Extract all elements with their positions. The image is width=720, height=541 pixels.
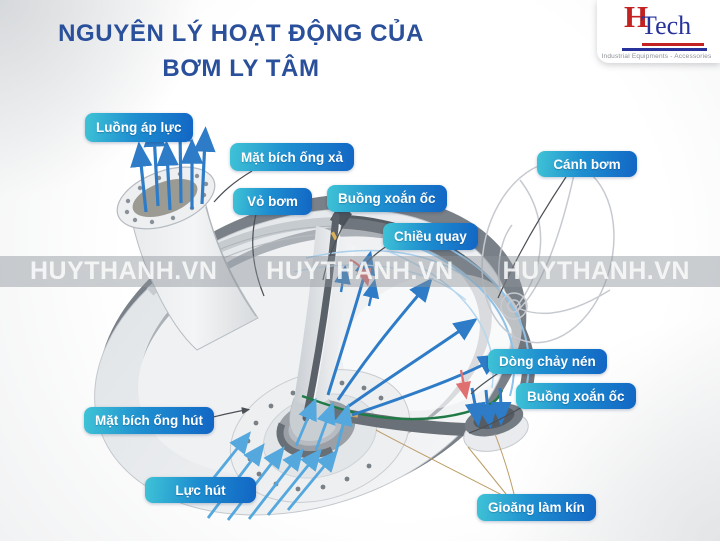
logo-letter-h: H: [624, 0, 649, 34]
gasket-leader-lines: [375, 429, 515, 497]
page-title: NGUYÊN LÝ HOẠT ĐỘNG CỦA BƠM LY TÂM: [6, 16, 476, 86]
callout-buong-xoan-oc-duoi: Buồng xoắn ốc: [516, 383, 636, 409]
callout-dong-chay-nen: Dòng chảy nén: [488, 349, 607, 374]
callout-chieu-quay: Chiều quay: [383, 223, 478, 250]
watermark-text: HUYTHANH.VN: [266, 257, 454, 285]
logo-tagline: Industrial Equipments - Accessories: [601, 53, 712, 60]
volute-interior-highlight: [342, 273, 522, 411]
callout-leader-lines: [199, 170, 567, 434]
page-title-line2: BƠM LY TÂM: [162, 55, 320, 82]
callout-vo-bom: Vỏ bơm: [233, 188, 312, 215]
discharge-pipe: [129, 204, 259, 351]
gasket-strip-top: [330, 231, 338, 241]
callout-mat-bich-ong-hut: Mặt bích ống hút: [84, 407, 214, 434]
logo-blue-rule: [622, 48, 707, 51]
htech-logo: H Tech Industrial Equipments - Accessori…: [597, 0, 720, 63]
outlet-flow-arrows: [464, 387, 512, 429]
page-title-line1: NGUYÊN LÝ HOẠT ĐỘNG CỦA: [58, 20, 424, 47]
callout-luc-hut: Lực hút: [145, 477, 256, 503]
logo-red-rule: [642, 43, 704, 46]
callout-luong-ap-luc: Luồng áp lực: [85, 113, 193, 142]
logo-word-tech: Tech: [641, 11, 692, 40]
watermark-band: HUYTHANH.VN HUYTHANH.VN HUYTHANH.VN: [0, 256, 720, 287]
callout-mat-bich-ong-xa: Mặt bích ống xả: [230, 143, 355, 171]
callout-buong-xoan-oc-tren: Buồng xoắn ốc: [327, 185, 447, 212]
watermark-text: HUYTHANH.VN: [502, 257, 690, 285]
callout-gioang-lam-kin: Gioăng làm kín: [477, 494, 596, 521]
rotation-arrows: [349, 258, 471, 400]
discharge-flange-bolt-holes: [124, 171, 209, 225]
callout-canh-bom: Cánh bơm: [537, 151, 637, 177]
watermark-text: HUYTHANH.VN: [30, 257, 218, 285]
